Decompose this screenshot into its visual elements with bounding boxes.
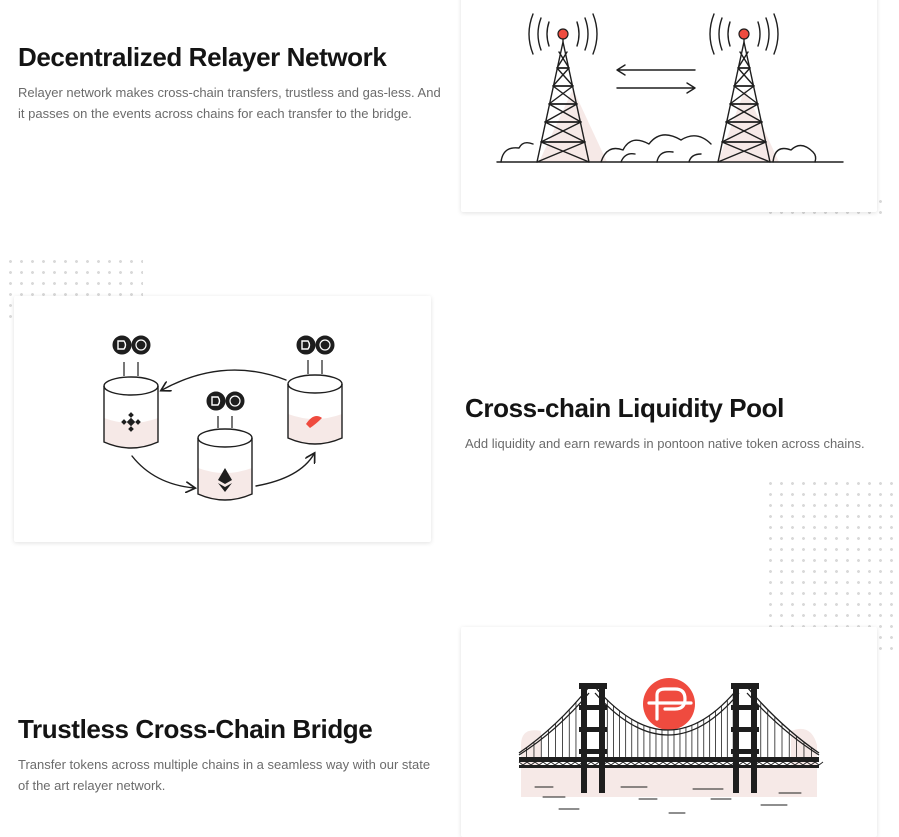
pool-cylinder-eth [197, 416, 253, 501]
bridge-illustration-card [461, 627, 877, 837]
coin-pair-left [112, 335, 151, 355]
feature-bridge-description: Transfer tokens across multiple chains i… [18, 757, 431, 793]
pool-cylinder-pontoon [287, 360, 343, 445]
feature-bridge-title: Trustless Cross-Chain Bridge [18, 714, 373, 744]
dot-pattern-mid-right [765, 478, 899, 650]
feature-liquidity-description: Add liquidity and earn rewards in pontoo… [465, 436, 865, 451]
coin-pair-middle [206, 391, 245, 411]
feature-liquidity-text: Cross-chain Liquidity Pool Add liquidity… [465, 393, 895, 455]
liquidity-pools-icon [103, 335, 343, 501]
feature-relayer-text: Decentralized Relayer Network Relayer ne… [18, 42, 448, 124]
feature-relayer-description: Relayer network makes cross-chain transf… [18, 85, 441, 121]
feature-relayer-title: Decentralized Relayer Network [18, 42, 387, 72]
relayer-illustration-card [461, 0, 877, 212]
feature-bridge-text: Trustless Cross-Chain Bridge Transfer to… [18, 714, 438, 796]
radio-towers-icon [496, 13, 844, 163]
suspension-bridge-icon [518, 678, 824, 814]
coin-pair-right [296, 335, 335, 355]
feature-liquidity-title: Cross-chain Liquidity Pool [465, 393, 784, 423]
liquidity-illustration-card [14, 296, 431, 542]
pool-cylinder-bnb [103, 362, 159, 449]
pontoon-logo-icon [643, 678, 695, 730]
